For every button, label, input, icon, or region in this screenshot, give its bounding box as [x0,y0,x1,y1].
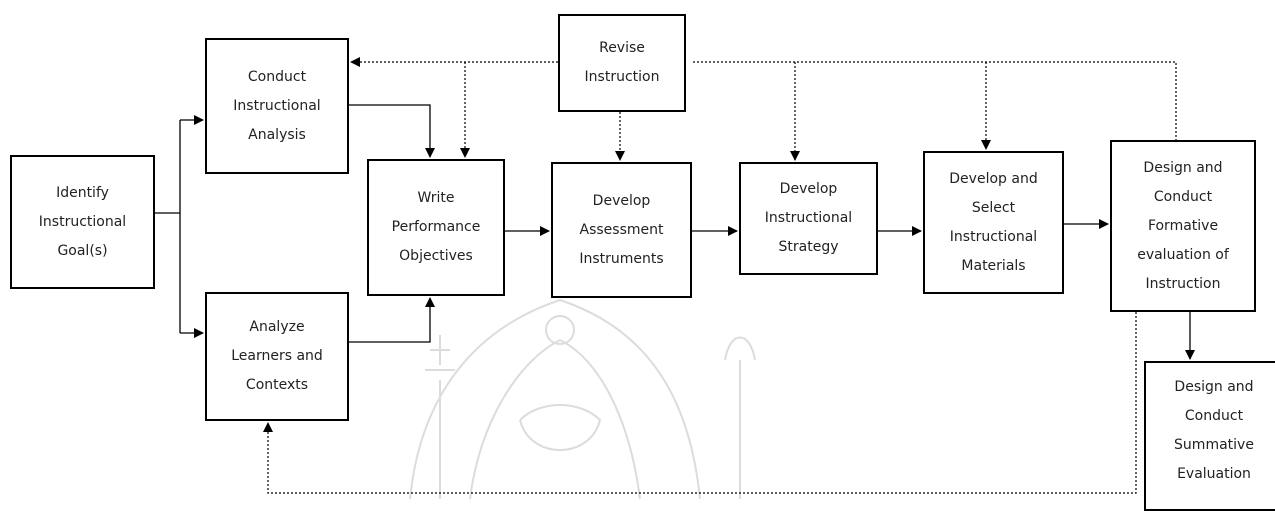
box-label-line: Evaluation [1177,466,1251,482]
dotted-line-formative-to-revise [693,61,1177,140]
box-label-line: Select [971,199,1016,216]
box-label-line: Performance [391,219,481,235]
box-label-line: evaluation of [1137,246,1229,263]
ganesha-seal-watermark-icon [409,299,756,499]
box-label-line: Conduct [1153,188,1213,205]
develop-strategy-box: Develop Instructional Strategy [739,162,878,275]
box-label-line: Instruments [579,250,664,267]
develop-assessment-box: Develop Assessment Instruments [551,162,692,298]
box-label-line: Goal(s) [57,242,108,259]
dotted-arrow-formative-to-learners [263,312,1137,494]
diagram-connectors [155,57,1195,499]
identify-goal-box: Identify Instructional Goal(s) [10,155,155,289]
box-label-line: Instruction [584,69,660,85]
develop-materials-box: Develop and Select Instructional Materia… [923,151,1064,294]
box-label-line: Develop [592,192,651,209]
box-label-line: Objectives [399,248,473,264]
box-label-line: Assessment [579,221,664,238]
dotted-feedback-lines [263,57,1177,494]
box-label-line: Analysis [248,126,306,143]
solid-flow-lines [155,104,1195,360]
box-label-line: Instruction [1145,275,1221,292]
box-label-line: Contexts [245,377,309,393]
box-label-line: Instructional [38,213,127,230]
box-label-line: Design and [1143,159,1223,176]
box-label-line: Learners and [231,348,323,364]
conduct-analysis-box: Conduct Instructional Analysis [205,38,349,174]
box-label-line: Conduct [1184,408,1244,424]
box-label-line: Design and [1174,379,1254,395]
arrow-analysis-to-objectives [349,104,435,158]
box-label-line: Strategy [778,239,839,255]
formative-evaluation-box: Design and Conduct Formative evaluation … [1110,140,1256,312]
box-label-line: Instructional [764,210,853,226]
revise-instruction-box: Revise Instruction [558,14,686,112]
box-label-line: Instructional [233,97,321,114]
box-label-line: Materials [961,257,1026,274]
write-objectives-box: Write Performance Objectives [367,159,505,296]
box-label-line: Formative [1147,217,1219,234]
box-label-line: Develop and [949,170,1038,187]
box-label-line: Conduct [247,68,307,85]
box-label-line: Write [417,190,455,206]
box-label-line: Analyze [249,319,305,335]
analyze-learners-box: Analyze Learners and Contexts [205,292,349,421]
summative-evaluation-box: Design and Conduct Summative Evaluation [1144,361,1275,511]
box-label-line: Identify [56,184,109,201]
box-label-line: Summative [1174,437,1254,453]
box-label-line: Instructional [949,228,1038,245]
dick-and-carey-diagram: Identify Instructional Goal(s) Conduct I… [10,14,1275,511]
box-label-line: Revise [599,40,645,56]
box-label-line: Develop [779,181,838,197]
arrow-learners-to-objectives [349,297,435,343]
